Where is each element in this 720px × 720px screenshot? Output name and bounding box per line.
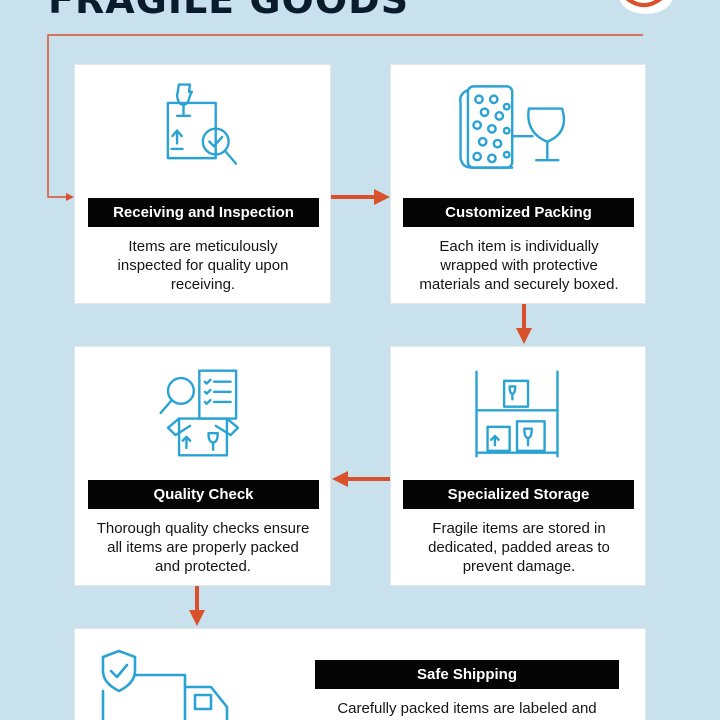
step-title: Quality Check <box>88 480 319 509</box>
step-card-receiving: Receiving and Inspection Items are metic… <box>74 64 331 304</box>
step-card-quality-check: Quality Check Thorough quality checks en… <box>74 346 331 586</box>
step-title: Safe Shipping <box>315 660 619 689</box>
shield-truck-icon <box>101 649 229 720</box>
step-title: Customized Packing <box>403 198 634 227</box>
arrow-right-1 <box>331 189 390 205</box>
step-card-shipping: Safe Shipping Carefully packed items are… <box>74 628 646 720</box>
step-title: Specialized Storage <box>403 480 634 509</box>
step-description: Thorough quality checks ensure all items… <box>96 520 310 575</box>
arrow-left-1 <box>332 471 390 487</box>
step-title: Receiving and Inspection <box>88 198 319 227</box>
step-description: Each item is individually wrapped with p… <box>419 238 619 293</box>
step-description: Items are meticulously inspected for qua… <box>117 238 289 293</box>
step-card-storage: Specialized Storage Fragile items are st… <box>390 346 646 586</box>
box-magnifier-icon <box>166 83 238 165</box>
company-logo <box>619 0 673 14</box>
entry-connector <box>47 34 643 198</box>
step-description: Carefully packed items are labeled and <box>337 700 597 717</box>
bubble-wrap-glass-icon <box>459 85 566 169</box>
step-card-packing: Customized Packing Each item is individu… <box>390 64 646 304</box>
storage-shelf-icon <box>475 370 559 458</box>
step-description: Fragile items are stored in dedicated, p… <box>428 520 610 575</box>
arrow-down-2 <box>189 586 205 626</box>
arrow-down-1 <box>516 304 532 344</box>
page-title: FRAGILE GOODS <box>48 0 410 22</box>
checklist-box-icon <box>159 369 240 457</box>
